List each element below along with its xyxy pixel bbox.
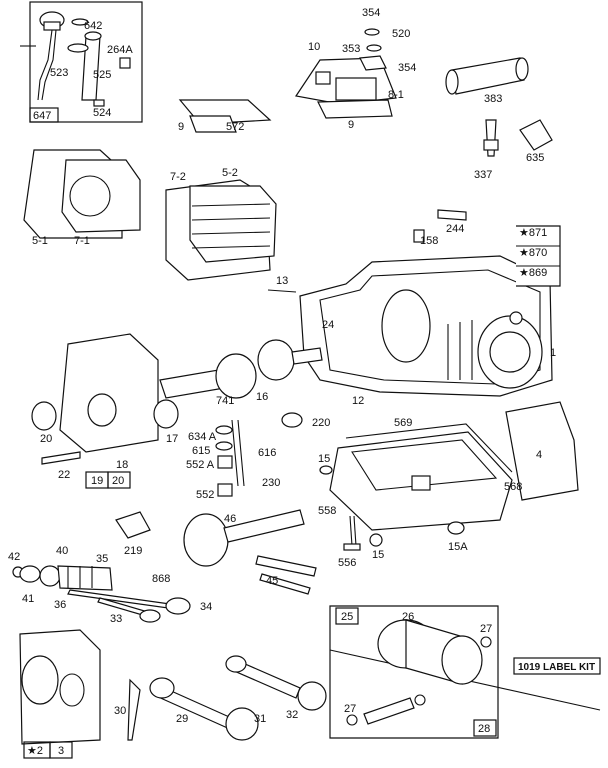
oil-pan-group: 4 569 568 15 558 556 15 15A — [318, 401, 579, 569]
label-870: ★870 — [519, 247, 547, 259]
label-572: 572 — [226, 121, 244, 133]
dipstick-group: 642 264A 523 525 524 647 — [20, 1, 143, 123]
label-7-1: 7-1 — [74, 235, 90, 247]
label-45: 45 — [266, 575, 278, 587]
label-244: 244 — [446, 223, 464, 235]
label-220: 220 — [312, 417, 330, 429]
label-4: 4 — [536, 449, 542, 461]
label-523: 523 — [50, 67, 68, 79]
label-15A: 15A — [448, 541, 468, 553]
label-219: 219 — [124, 545, 142, 557]
crankshaft-group: 741 16 220 — [159, 339, 330, 429]
label-27-top: 27 — [480, 623, 492, 635]
label-15-top: 15 — [318, 453, 330, 465]
crankcase-group: 158 244 ★871 ★870 ★869 13 24 1 12 — [267, 209, 561, 407]
label-30: 30 — [114, 705, 126, 717]
label-31: 31 — [254, 713, 266, 725]
sump-cover-group: 20 18 17 22 19 20 — [31, 333, 179, 489]
label-353: 353 — [342, 43, 360, 55]
label-741: 741 — [216, 395, 234, 407]
label-642: 642 — [84, 20, 102, 32]
label-41: 41 — [22, 593, 34, 605]
label-26: 26 — [402, 611, 414, 623]
label-1: 1 — [550, 347, 556, 359]
label-46: 46 — [224, 513, 236, 525]
label-556: 556 — [338, 557, 356, 569]
connecting-rod-group: 30 29 31 32 — [114, 655, 327, 741]
label-8-1: 8-1 — [388, 89, 404, 101]
label-552a: 552 A — [186, 459, 215, 471]
breather-spring — [413, 229, 425, 243]
label-558: 558 — [318, 505, 336, 517]
muffler-group: 383 337 635 — [445, 57, 553, 181]
label-36: 36 — [54, 599, 66, 611]
label-7-2: 7-2 — [170, 171, 186, 183]
label-3: 3 — [58, 745, 64, 757]
governor-group: 634 A 615 552 A 616 552 230 — [186, 419, 280, 501]
label-24: 24 — [322, 319, 334, 331]
label-337: 337 — [474, 169, 492, 181]
label-158: 158 — [420, 235, 438, 247]
valves-group: 42 40 35 41 36 868 34 33 — [8, 545, 212, 625]
label-264a: 264A — [107, 44, 133, 56]
label-868: 868 — [152, 573, 170, 585]
label-12: 12 — [352, 395, 364, 407]
dipstick-frame — [29, 1, 143, 123]
label-18: 18 — [116, 459, 128, 471]
label-569: 569 — [394, 417, 412, 429]
label-20-box: 20 — [112, 475, 124, 487]
label-383: 383 — [484, 93, 502, 105]
breather-group: 354 520 10 353 354 8-1 9 572 9 — [178, 7, 416, 133]
label-13: 13 — [276, 275, 288, 287]
label-27-bottom: 27 — [344, 703, 356, 715]
label-42: 42 — [8, 551, 20, 563]
label-525: 525 — [93, 69, 111, 81]
label-635: 635 — [526, 152, 544, 164]
label-10: 10 — [308, 41, 320, 53]
label-9-left: 9 — [178, 121, 184, 133]
label-354: 354 — [398, 62, 416, 74]
label-16: 16 — [256, 391, 268, 403]
label-32: 32 — [286, 709, 298, 721]
label-520: 520 — [392, 28, 410, 40]
camshaft-group: 46 219 45 — [115, 509, 317, 595]
label-552: 552 — [196, 489, 214, 501]
label-35: 35 — [96, 553, 108, 565]
label-33: 33 — [110, 613, 122, 625]
label-354-top: 354 — [362, 7, 380, 19]
label-25: 25 — [341, 611, 353, 623]
label-29: 29 — [176, 713, 188, 725]
label-17: 17 — [166, 433, 178, 445]
label-9-right: 9 — [348, 119, 354, 131]
label-568: 568 — [504, 481, 522, 493]
label-230: 230 — [262, 477, 280, 489]
label-616: 616 — [258, 447, 276, 459]
label-28: 28 — [478, 723, 490, 735]
label-634a: 634 A — [188, 431, 217, 443]
label-524: 524 — [93, 107, 111, 119]
label-40: 40 — [56, 545, 68, 557]
label-22: 22 — [58, 469, 70, 481]
label-2: ★2 — [27, 745, 43, 757]
label-19: 19 — [91, 475, 103, 487]
label-kit: 1019 LABEL KIT — [518, 662, 595, 673]
label-15-bottom: 15 — [372, 549, 384, 561]
cylinder-head-group: 5-1 7-1 7-2 5-2 — [23, 149, 277, 281]
label-871: ★871 — [519, 227, 547, 239]
label-5-1: 5-1 — [32, 235, 48, 247]
piston-kit-group: 25 26 27 27 28 1019 LABEL KIT — [329, 605, 601, 739]
label-647: 647 — [33, 110, 51, 122]
label-5-2: 5-2 — [222, 167, 238, 179]
short-block-group: ★2 3 — [19, 629, 101, 759]
label-615: 615 — [192, 445, 210, 457]
label-869: ★869 — [519, 267, 547, 279]
label-34: 34 — [200, 601, 212, 613]
label-20: 20 — [40, 433, 52, 445]
